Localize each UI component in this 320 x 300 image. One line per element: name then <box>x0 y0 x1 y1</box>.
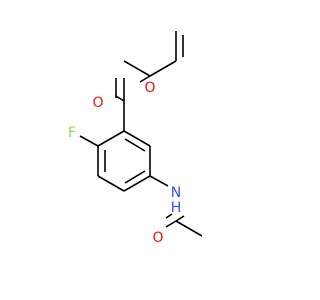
bond-ring-nitrogen <box>149 175 169 187</box>
molecule-structure: O O F N H O <box>68 31 203 246</box>
carbonyl-oxygen-label: O <box>92 95 103 111</box>
bond-acetyl-methyl <box>175 220 203 237</box>
bond-ester-oxygen-carbonyl-carbon <box>115 95 125 102</box>
bond-ring-c1-c2 <box>97 130 125 147</box>
bond-acetyl-oxygen-double <box>165 213 173 219</box>
amide-nitrogen-label: N <box>171 185 181 201</box>
amide-hydrogen-label: H <box>171 200 182 216</box>
atom-labels: O O F N H O <box>68 80 181 246</box>
ester-oxygen-label: O <box>144 80 155 96</box>
bond-ring-fluorine <box>79 135 99 147</box>
bond-ring-c6-c1 <box>123 130 151 147</box>
bond-ch-vinyl <box>149 60 177 77</box>
bond-ring-c3-c4 <box>97 175 125 192</box>
bond-ch-ester-oxygen <box>139 75 151 83</box>
bond-ring-c4-c5-double <box>124 170 146 184</box>
bond-ring-c4-c5 <box>123 175 151 192</box>
bond-methyl-ch <box>123 60 151 77</box>
acetyl-oxygen-label: O <box>152 230 163 246</box>
bond-ring-c6-c1-double <box>124 138 146 152</box>
bond-nitrogen-acetyl <box>175 215 185 222</box>
fluorine-label: F <box>68 125 76 141</box>
bonds <box>79 31 203 237</box>
bond-acetyl-oxygen <box>165 220 177 228</box>
